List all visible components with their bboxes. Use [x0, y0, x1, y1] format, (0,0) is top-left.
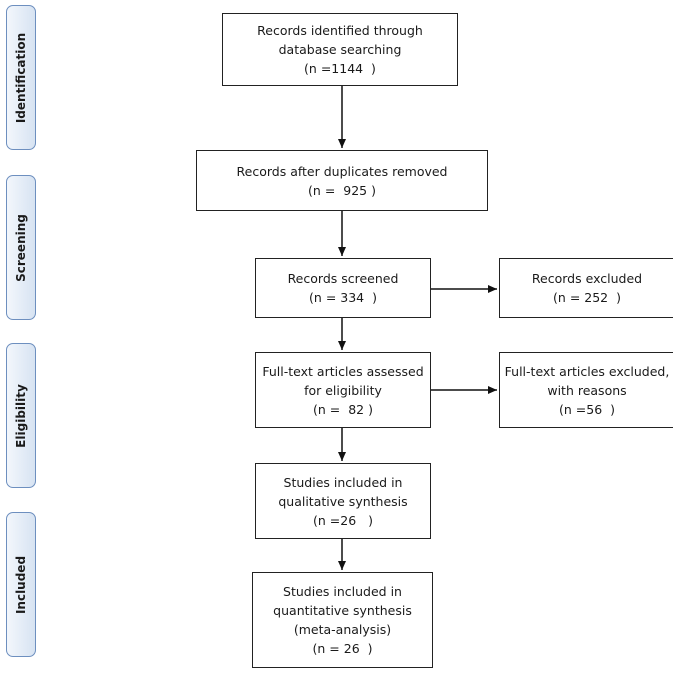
- records-excluded-count: (n = 252 ): [553, 290, 621, 305]
- records-excluded-box: Records excluded (n = 252 ): [499, 258, 673, 318]
- records-after-duplicates-count: (n = 925 ): [308, 182, 376, 198]
- fulltext-excluded-line2: with reasons: [547, 382, 627, 398]
- fulltext-excluded-count: (n =56 ): [559, 401, 615, 417]
- qualitative-synthesis-line1: Studies included in: [283, 474, 403, 490]
- records-screened-line1: Records screened: [287, 271, 399, 286]
- records-identified-box: Records identified through database sear…: [222, 13, 458, 86]
- records-identified-count: (n =1144 ): [304, 61, 376, 76]
- records-screened-box: Records screened (n = 334 ): [255, 258, 431, 318]
- qualitative-synthesis-box: Studies included in qualitative synthesi…: [255, 463, 431, 539]
- quantitative-synthesis-line3: (meta-analysis): [293, 622, 392, 637]
- stage-identification: Identification: [6, 5, 36, 150]
- records-excluded-line1: Records excluded: [531, 271, 643, 286]
- fulltext-excluded-line1: Full-text articles excluded,: [504, 363, 670, 379]
- qualitative-synthesis-count: (n =26 ): [313, 512, 373, 528]
- records-screened-count: (n = 334 ): [309, 290, 377, 305]
- fulltext-assessed-count: (n = 82 ): [313, 401, 373, 417]
- quantitative-synthesis-line2: quantitative synthesis: [273, 603, 412, 618]
- stage-eligibility: Eligibility: [6, 343, 36, 488]
- stage-screening: Screening: [6, 175, 36, 320]
- fulltext-excluded-box: Full-text articles excluded, with reason…: [499, 352, 673, 428]
- stage-included: Included: [6, 512, 36, 657]
- fulltext-assessed-line1: Full-text articles assessed: [262, 363, 424, 379]
- fulltext-assessed-line2: for eligibility: [304, 382, 382, 398]
- quantitative-synthesis-box: Studies included in quantitative synthes…: [252, 572, 433, 668]
- qualitative-synthesis-line2: qualitative synthesis: [278, 493, 408, 509]
- quantitative-synthesis-line1: Studies included in: [283, 584, 402, 599]
- records-after-duplicates-box: Records after duplicates removed (n = 92…: [196, 150, 488, 211]
- records-after-duplicates-line1: Records after duplicates removed: [236, 163, 448, 179]
- fulltext-assessed-box: Full-text articles assessed for eligibil…: [255, 352, 431, 428]
- records-identified-line1: Records identified through: [257, 23, 423, 38]
- records-identified-line2: database searching: [278, 42, 402, 57]
- quantitative-synthesis-count: (n = 26 ): [312, 641, 373, 656]
